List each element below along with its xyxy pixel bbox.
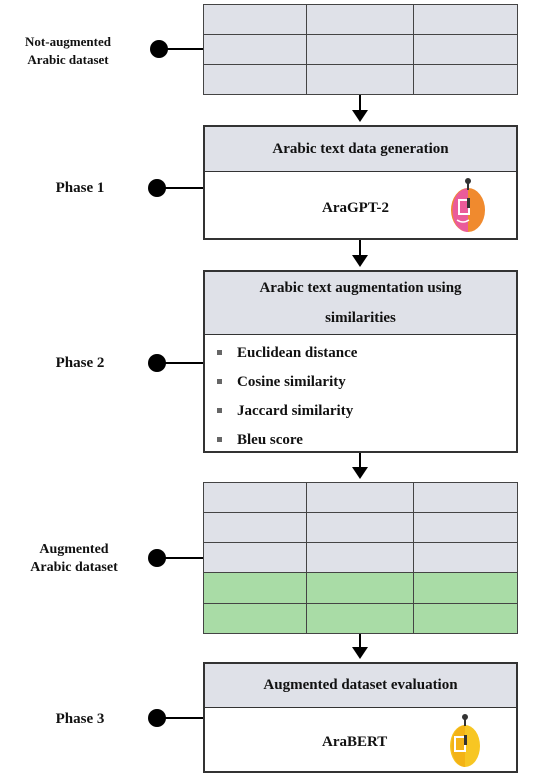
phase-1-box: Arabic text data generation AraGPT-2 (203, 125, 518, 240)
augmented-table-cell (204, 573, 307, 604)
similarity-item-label: Bleu score (237, 432, 303, 448)
augmented-table-cell (204, 604, 307, 633)
table-cell (204, 513, 307, 543)
connector-dot (150, 40, 168, 58)
connector-dot (148, 179, 166, 197)
bullet-icon (217, 379, 222, 384)
bullet-icon (217, 437, 222, 442)
phase-2-body: Euclidean distance Cosine similarity Jac… (205, 335, 516, 451)
flow-arrowhead (352, 467, 368, 479)
augmented-table-cell (307, 604, 414, 633)
aragpt2-label: AraGPT-2 (322, 200, 389, 216)
phase-1-header: Arabic text data generation (205, 127, 516, 172)
phase-1-label: Phase 1 (55, 180, 105, 196)
phase-3-label: Phase 3 (55, 711, 105, 727)
phase-2-label: Phase 2 (55, 355, 105, 371)
table-cell (307, 543, 414, 573)
augmented-table-cell (414, 573, 517, 604)
similarity-item-label: Jaccard similarity (237, 403, 354, 419)
not-augmented-dataset-label: Not-augmented Arabic dataset (25, 34, 111, 67)
similarity-list: Euclidean distance Cosine similarity Jac… (217, 341, 357, 457)
arabert-logo-icon (450, 714, 480, 767)
list-item: Euclidean distance (217, 341, 357, 370)
phase-3-header: Augmented dataset evaluation (205, 664, 516, 708)
phase-2-header: Arabic text augmentation using similarit… (205, 272, 516, 335)
connector-line (164, 362, 203, 364)
connector-line (166, 48, 203, 50)
table-cell (307, 65, 414, 94)
list-item: Bleu score (217, 428, 357, 457)
table-cell (414, 5, 517, 35)
bullet-icon (217, 408, 222, 413)
aragpt2-logo-icon (451, 178, 485, 232)
connector-line (164, 717, 203, 719)
flow-arrow-shaft (359, 634, 361, 648)
table-cell (204, 543, 307, 573)
flow-arrow-shaft (359, 240, 361, 256)
table-cell (307, 35, 414, 65)
phase-2-box: Arabic text augmentation using similarit… (203, 270, 518, 453)
connector-dot (148, 354, 166, 372)
not-augmented-dataset-table (203, 4, 518, 95)
phase-3-body: AraBERT (205, 708, 516, 771)
flow-arrowhead (352, 255, 368, 267)
table-cell (307, 513, 414, 543)
augmented-table-cell (414, 604, 517, 633)
table-cell (307, 5, 414, 35)
arabert-label: AraBERT (322, 734, 388, 750)
connector-line (164, 187, 203, 189)
flow-arrow-shaft (359, 453, 361, 468)
phase-1-body: AraGPT-2 (205, 172, 516, 238)
table-cell (414, 543, 517, 573)
connector-line (164, 557, 203, 559)
flow-arrowhead (352, 110, 368, 122)
bullet-icon (217, 350, 222, 355)
list-item: Jaccard similarity (217, 399, 357, 428)
flow-arrowhead (352, 647, 368, 659)
table-cell (307, 483, 414, 513)
table-cell (414, 483, 517, 513)
table-cell (204, 5, 307, 35)
connector-dot (148, 549, 166, 567)
table-cell (414, 513, 517, 543)
table-cell (204, 65, 307, 94)
table-cell (204, 483, 307, 513)
augmented-dataset-label: Augmented Arabic dataset (30, 542, 118, 575)
connector-dot (148, 709, 166, 727)
table-cell (414, 65, 517, 94)
similarity-item-label: Euclidean distance (237, 345, 358, 361)
augmented-table-cell (307, 573, 414, 604)
phase-3-box: Augmented dataset evaluation AraBERT (203, 662, 518, 773)
flow-arrow-shaft (359, 95, 361, 111)
similarity-item-label: Cosine similarity (237, 374, 346, 390)
table-cell (204, 35, 307, 65)
list-item: Cosine similarity (217, 370, 357, 399)
table-cell (414, 35, 517, 65)
augmented-dataset-table (203, 482, 518, 634)
